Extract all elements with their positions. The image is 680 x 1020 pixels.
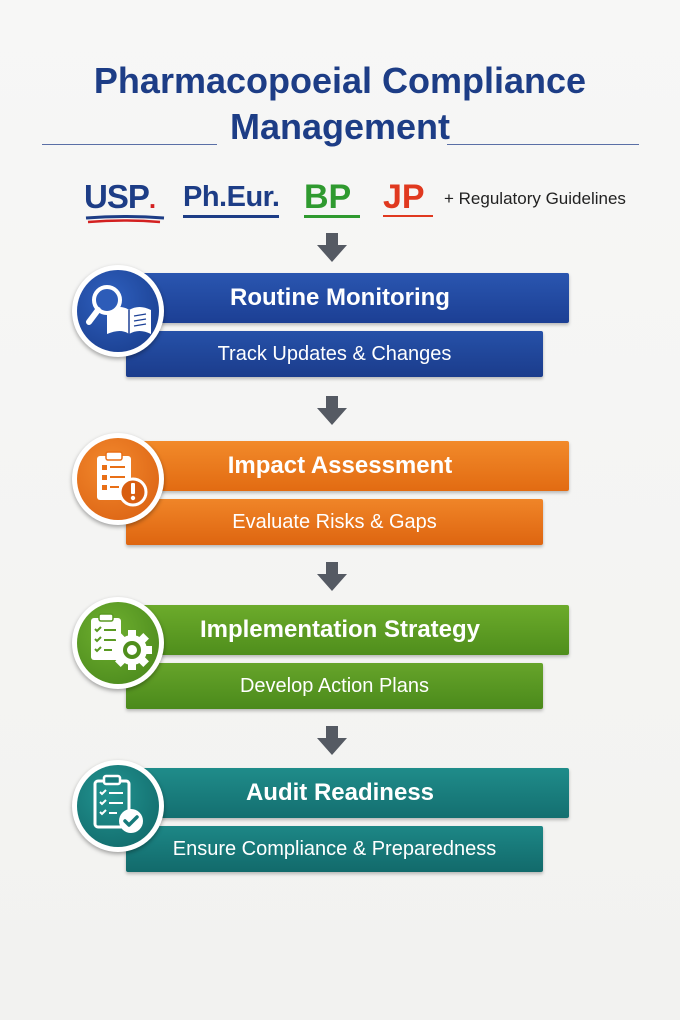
- step-sub-bar: [126, 331, 543, 377]
- title-rule-left: [42, 144, 217, 145]
- pharmacopoeia-logos: USP. Ph.Eur. BP JP + Regulatory Guidelin…: [0, 176, 680, 226]
- ph-eur-logo: Ph.Eur.: [183, 181, 280, 213]
- step-heading-bar: [126, 605, 569, 655]
- step-sub-bar: [126, 499, 543, 545]
- magnifier-book-icon: [86, 285, 151, 334]
- jp-underline: [383, 215, 433, 217]
- down-arrow-icon: [317, 562, 347, 591]
- checklist-gear-icon: [91, 613, 152, 670]
- step-heading-bar: [126, 441, 569, 491]
- step-routine-monitoring: Routine Monitoring Track Updates & Chang…: [0, 265, 680, 393]
- step-implementation-strategy: Implementation Strategy Develop Action P…: [0, 597, 680, 725]
- step-subheading: Develop Action Plans: [239, 675, 429, 697]
- down-arrow-icon: [317, 233, 347, 262]
- step-heading: Audit Readiness: [245, 779, 435, 806]
- title-rule-right: [447, 144, 639, 145]
- step-sub-bar: [126, 826, 543, 872]
- down-arrow-icon: [317, 396, 347, 425]
- ph-eur-underline: [183, 215, 279, 218]
- step-badge: [72, 433, 164, 525]
- down-arrow-icon: [317, 726, 347, 755]
- page-title: Pharmacopoeial Compliance Management: [0, 58, 680, 150]
- clipboard-alert-icon: [97, 451, 148, 507]
- step-audit-readiness: Audit Readiness Ensure Compliance & Prep…: [0, 760, 680, 888]
- bp-underline: [304, 215, 360, 218]
- step-heading-bar: [126, 768, 569, 818]
- step-heading: Routine Monitoring: [230, 284, 450, 311]
- step-heading: Implementation Strategy: [199, 616, 481, 643]
- usp-logo: USP.: [84, 178, 156, 215]
- step-badge: [72, 265, 164, 357]
- step-subheading: Ensure Compliance & Preparedness: [172, 838, 497, 860]
- clipboard-check-icon: [93, 774, 143, 833]
- title-line-1: Pharmacopoeial Compliance: [93, 60, 587, 101]
- step-heading: Impact Assessment: [227, 452, 453, 479]
- regulatory-guidelines-label: + Regulatory Guidelines: [444, 189, 626, 208]
- title-line-2: Management: [229, 106, 451, 147]
- step-badge: [72, 597, 164, 689]
- bp-logo: BP: [304, 178, 352, 216]
- usp-swoosh-icon: [85, 215, 165, 224]
- jp-logo: JP: [383, 178, 425, 216]
- step-subheading: Track Updates & Changes: [217, 343, 452, 365]
- step-badge: [72, 760, 164, 852]
- step-subheading: Evaluate Risks & Gaps: [232, 511, 437, 533]
- step-impact-assessment: Impact Assessment Evaluate Risks & Gaps: [0, 433, 680, 561]
- step-heading-bar: [126, 273, 569, 323]
- step-sub-bar: [126, 663, 543, 709]
